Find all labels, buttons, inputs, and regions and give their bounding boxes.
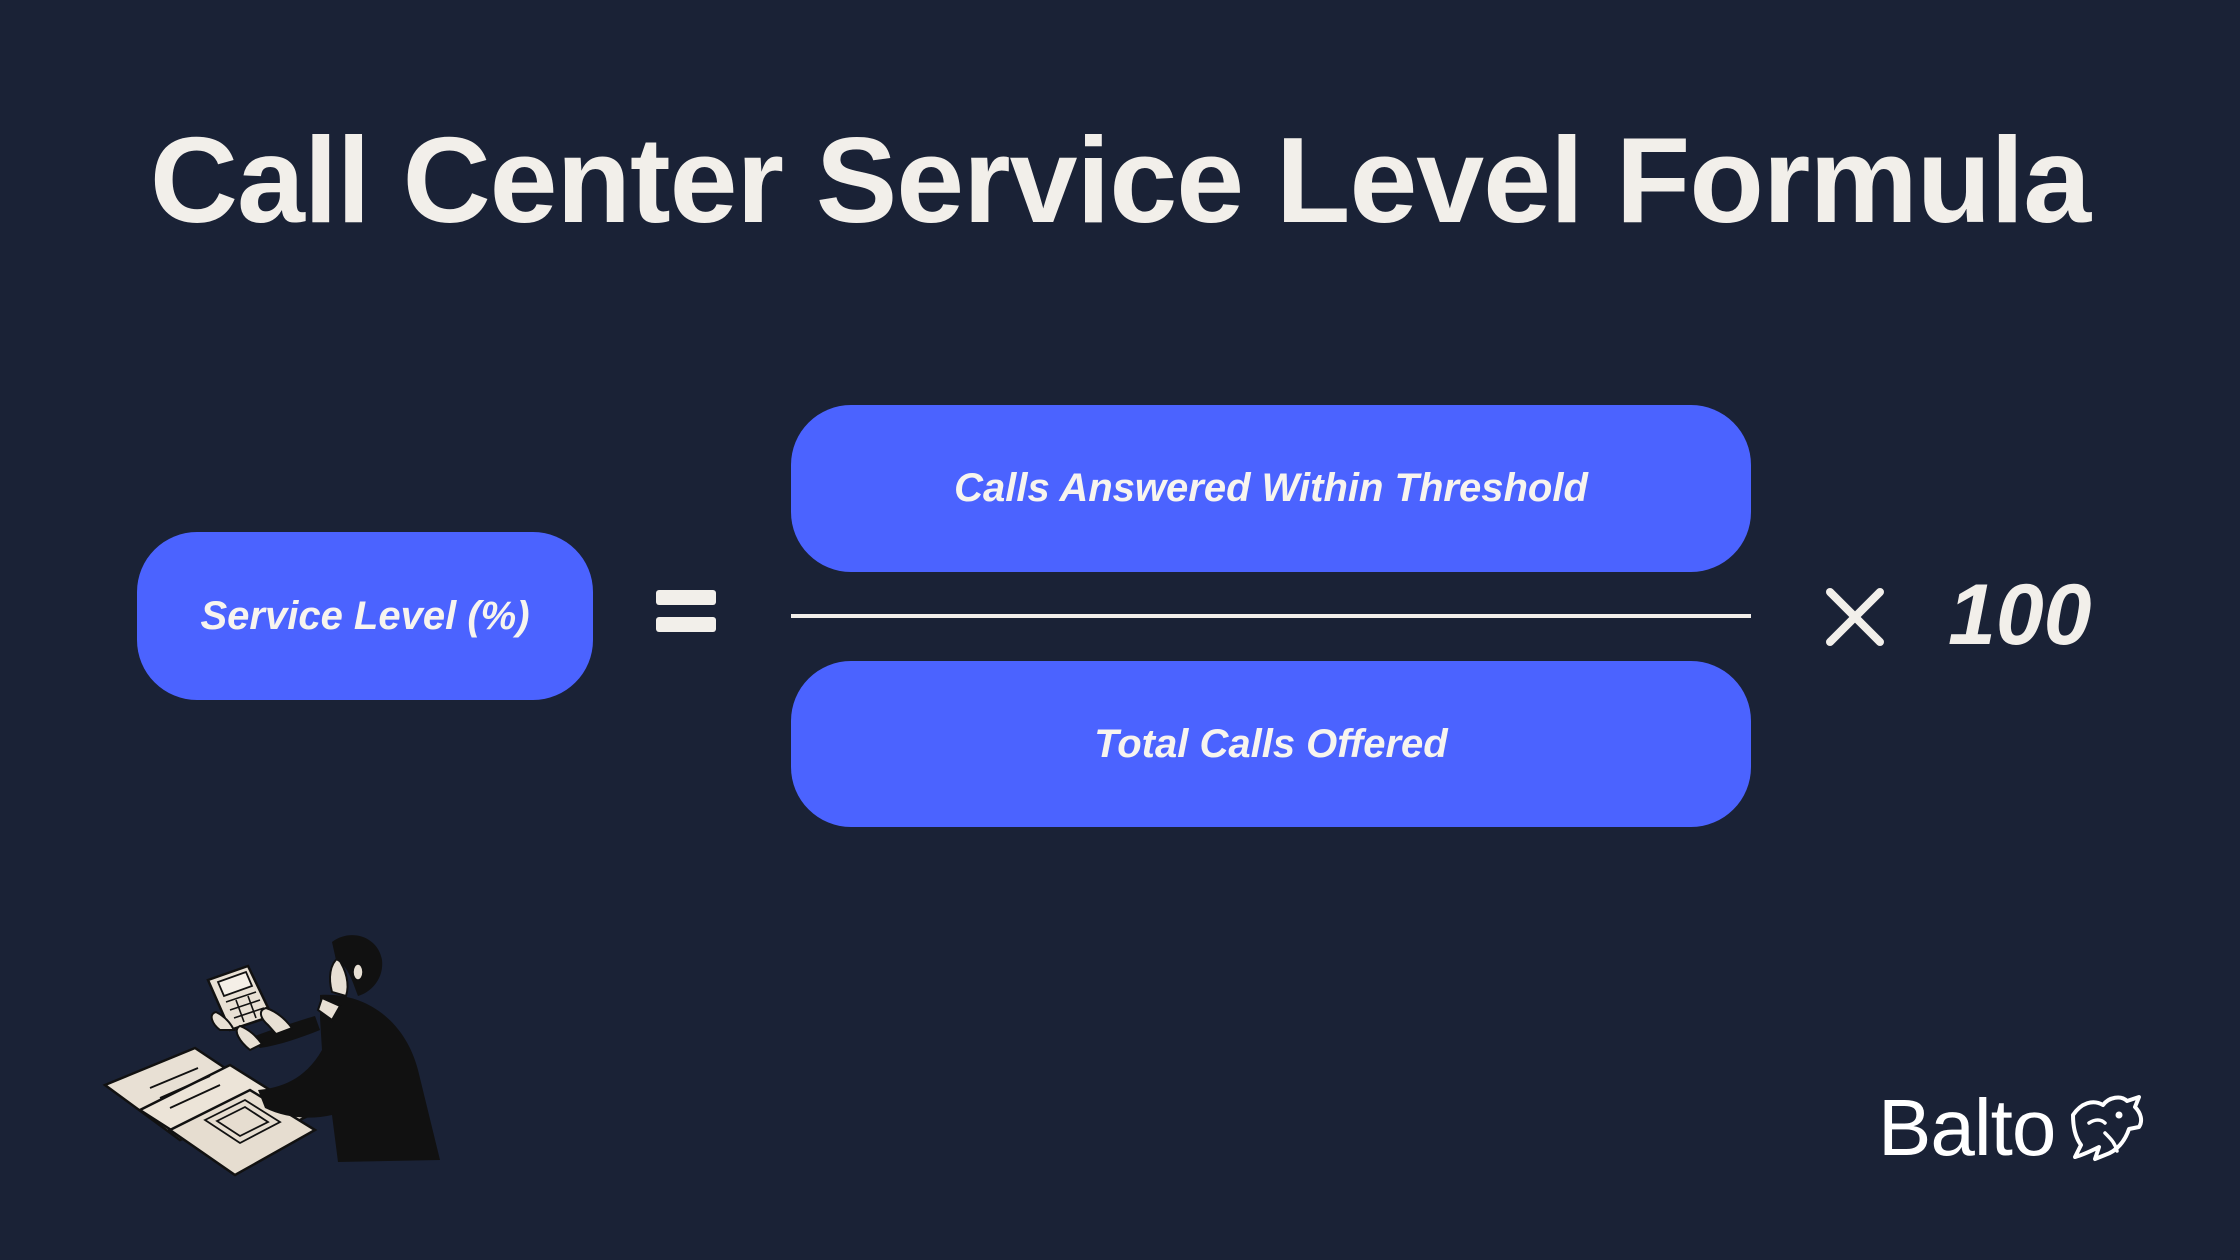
denominator-label: Total Calls Offered (1094, 721, 1448, 766)
balto-dog-logo-icon (2071, 1095, 2144, 1161)
denominator-box: Total Calls Offered (791, 661, 1751, 827)
numerator-box: Calls Answered Within Threshold (791, 405, 1751, 572)
page-title: Call Center Service Level Formula (149, 112, 2091, 248)
multiplier-value: 100 (1948, 567, 2092, 663)
fraction-line (791, 614, 1751, 618)
equals-sign-icon (656, 590, 716, 632)
service-level-label: Service Level (%) (200, 593, 530, 638)
multiply-sign-icon (1826, 588, 1884, 646)
person-with-calculator-illustration (102, 935, 440, 1177)
balto-logo: Balto (1878, 1078, 2147, 1178)
service-level-box: Service Level (%) (137, 532, 593, 700)
brand-name: Balto (1878, 1083, 2056, 1172)
numerator-label: Calls Answered Within Threshold (954, 466, 1588, 510)
